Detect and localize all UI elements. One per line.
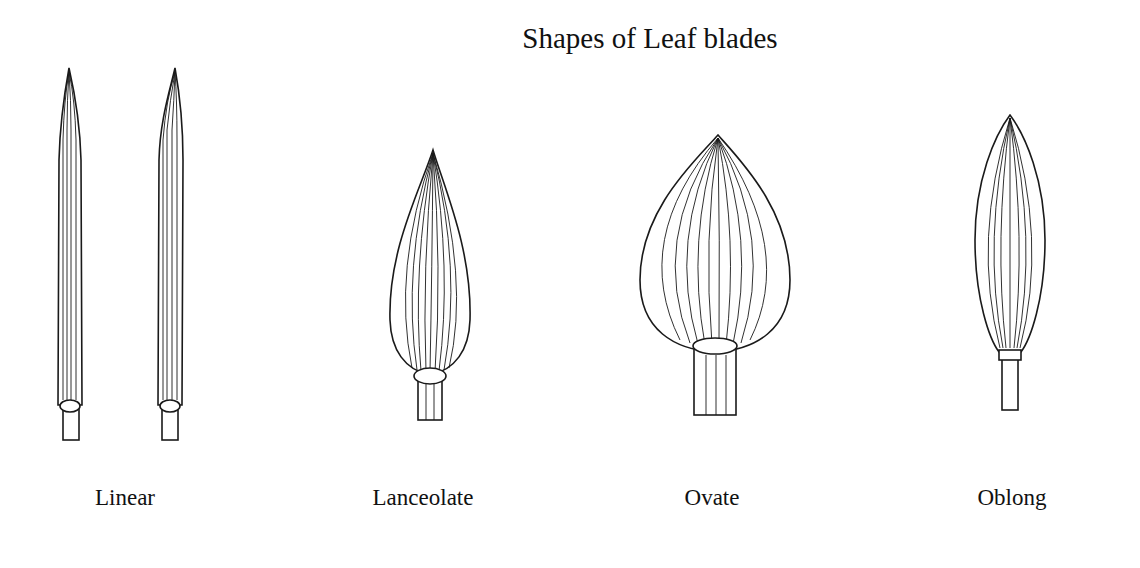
- diagram-title: Shapes of Leaf blades: [522, 22, 777, 55]
- linear-leaf: [58, 68, 82, 440]
- shape-label: Lanceolate: [373, 485, 474, 511]
- ovate-leaf: [640, 135, 790, 415]
- shape-label: Linear: [95, 485, 155, 511]
- shape-label: Oblong: [978, 485, 1047, 511]
- shape-label: Ovate: [685, 485, 740, 511]
- lanceolate-leaf: [390, 150, 470, 420]
- linear-leaf: [158, 68, 183, 440]
- oblong-leaf: [975, 115, 1045, 410]
